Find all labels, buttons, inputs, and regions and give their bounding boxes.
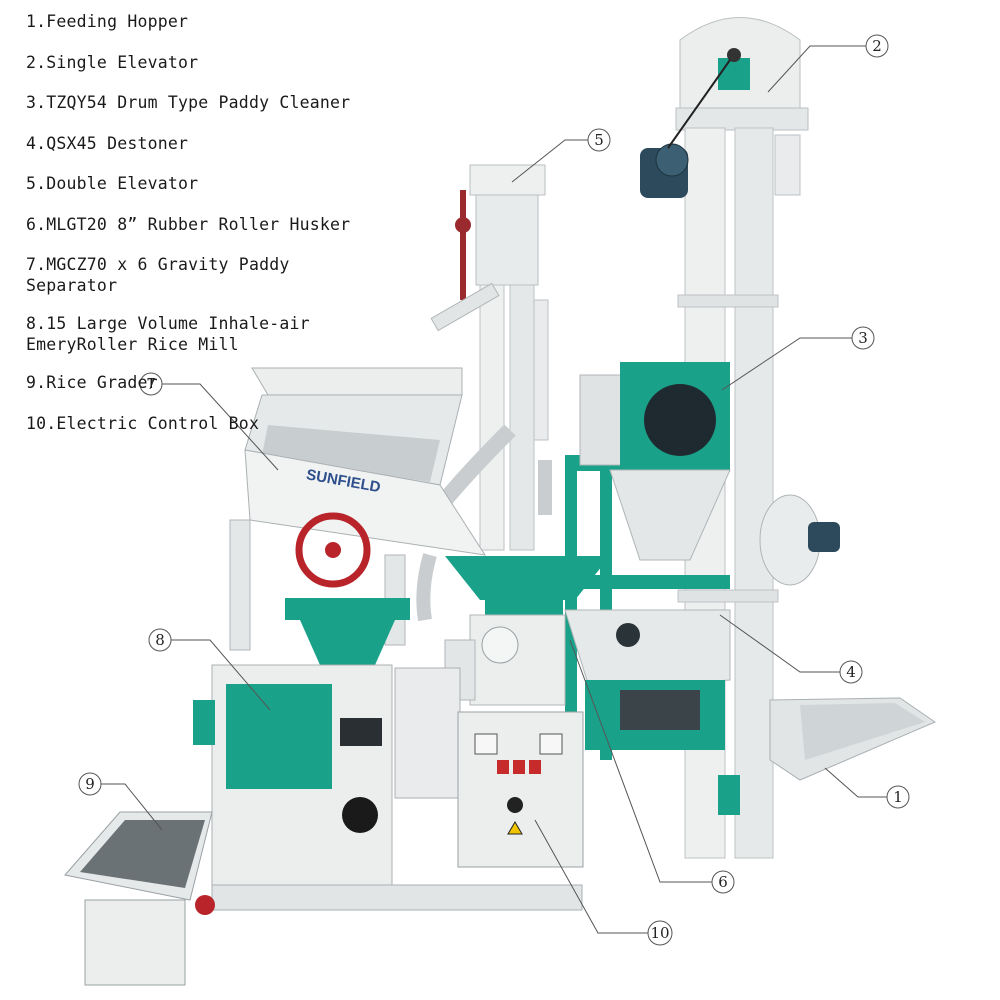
legend-item-2: 2.Single Elevator	[26, 52, 199, 72]
callout-lines	[100, 45, 887, 934]
legend-item-7: 7.MGCZ70 x 6 Gravity Paddy Separator	[26, 255, 290, 295]
electric-control-box	[457, 711, 584, 868]
blower	[759, 494, 840, 586]
legend-item-6: 6.MLGT20 8” Rubber Roller Husker	[26, 214, 351, 234]
callout-2: 2	[865, 34, 889, 58]
callout-label-10: 10	[650, 924, 669, 942]
legend: 1.Feeding Hopper 2.Single Elevator 3.TZQ…	[26, 12, 366, 434]
rice-mill	[193, 598, 461, 886]
feeding-hopper	[769, 697, 937, 781]
callout-label-6: 6	[718, 873, 728, 891]
double-elevator	[430, 164, 549, 551]
legend-item-8: 8.15 Large Volume Inhale-air EmeryRoller…	[26, 314, 310, 354]
callout-8: 8	[148, 628, 172, 652]
callout-label-3: 3	[858, 329, 868, 347]
elevator-motor	[640, 59, 731, 198]
legend-item-10: 10.Electric Control Box	[26, 413, 260, 433]
callout-3: 3	[851, 326, 875, 350]
callout-5: 5	[587, 128, 611, 152]
legend-item-5: 5.Double Elevator	[26, 174, 199, 193]
callout-1: 1	[886, 785, 910, 809]
callout-9: 9	[78, 772, 102, 796]
callout-label-5: 5	[594, 131, 604, 149]
callout-label-1: 1	[893, 788, 903, 806]
base-frame	[211, 884, 583, 911]
callout-7: 7	[139, 372, 163, 396]
callout-label-7: 7	[146, 375, 156, 393]
rice-grader	[64, 811, 215, 986]
destoner	[564, 609, 731, 750]
ducts	[416, 424, 552, 622]
legend-item-3: 3.TZQY54 Drum Type Paddy Cleaner	[26, 93, 351, 112]
callout-label-2: 2	[872, 37, 882, 55]
callout-label-4: 4	[846, 663, 856, 681]
callout-label-8: 8	[155, 631, 165, 649]
callout-4: 4	[839, 660, 863, 684]
callout-label-9: 9	[85, 775, 95, 793]
legend-item-1: 1.Feeding Hopper	[26, 12, 189, 31]
legend-item-4: 4.QSX45 Destoner	[26, 133, 189, 153]
callout-10: 10	[647, 920, 673, 946]
callout-6: 6	[711, 870, 735, 894]
legend-item-9: 9.Rice Grader	[26, 373, 158, 392]
